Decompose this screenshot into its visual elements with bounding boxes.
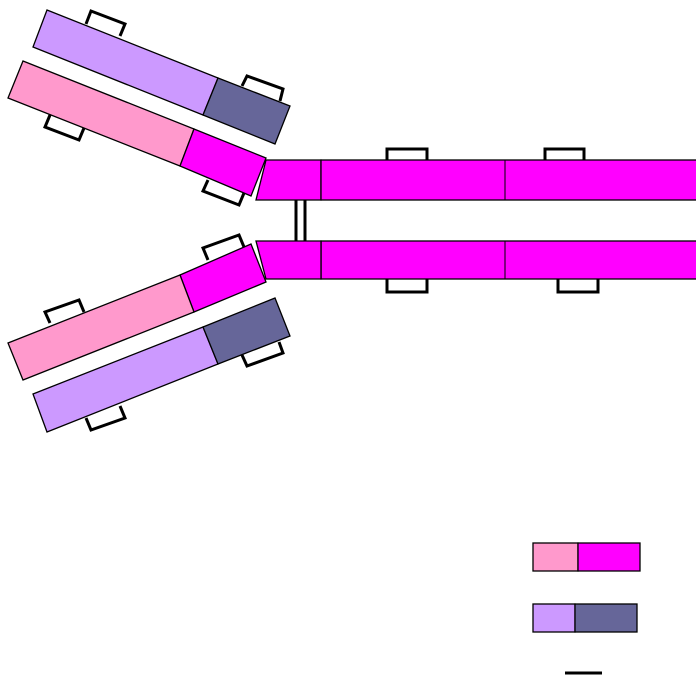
upper-light-constant-bond (240, 74, 285, 102)
upper-light-chain (32, 9, 291, 145)
lower-hinge (255, 240, 322, 280)
upper-light-intrachain-bond (84, 9, 127, 37)
upper-fc-chain (320, 147, 696, 201)
upper-heavy-chain (7, 60, 322, 207)
upper-fab-arm (7, 9, 322, 207)
upper-light-constant-domain (202, 77, 291, 145)
upper-heavy-ch1-bond (200, 179, 246, 207)
legend (532, 542, 641, 675)
lower-fab-arm (7, 233, 322, 433)
upper-ch3-bond (543, 147, 586, 160)
heavy-variable-swatch (532, 542, 579, 572)
upper-heavy-intrachain-bond (43, 114, 86, 142)
light-constant-swatch (574, 603, 638, 633)
lower-light-constant-domain (202, 297, 291, 365)
heavy-chain-legend (532, 542, 641, 572)
lower-heavy-ch1-bond (201, 233, 246, 261)
upper-fc-body (320, 159, 696, 201)
lower-light-intrachain-bond (84, 405, 127, 432)
lower-heavy-ch1-domain (179, 243, 267, 313)
lower-heavy-variable-domain (7, 274, 195, 381)
lower-fc-body (320, 240, 696, 280)
light-variable-swatch (532, 603, 576, 633)
upper-hinge (255, 159, 322, 201)
lower-heavy-intrachain-bond (42, 298, 86, 324)
lower-ch2-bond (385, 279, 429, 294)
heavy-constant-swatch (577, 542, 641, 572)
lower-fc-chain (320, 240, 696, 294)
lower-heavy-chain (7, 233, 322, 381)
upper-heavy-ch1-domain (179, 128, 267, 197)
hinge-disulfide-bridge (294, 200, 307, 241)
upper-ch2-bond (385, 147, 429, 160)
light-chain-legend (532, 603, 638, 633)
lower-light-chain (32, 297, 291, 433)
lower-ch3-bond (556, 279, 600, 294)
lower-light-constant-bond (240, 341, 285, 368)
